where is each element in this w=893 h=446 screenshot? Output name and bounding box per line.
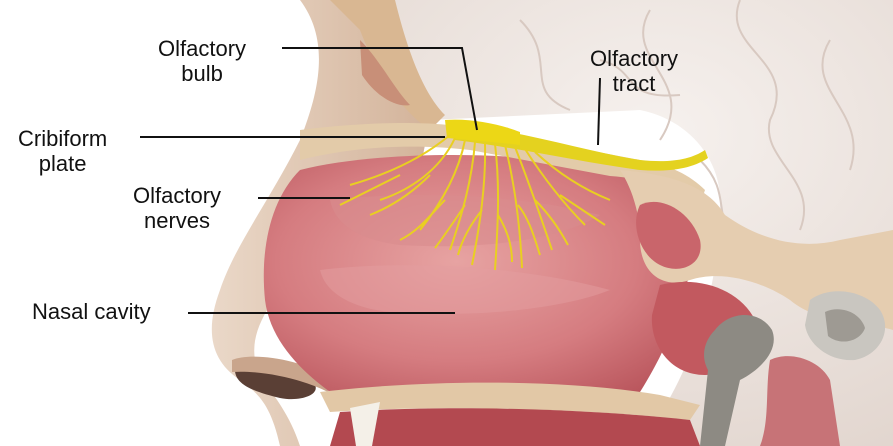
label-olfactory-bulb-line1: Olfactory	[158, 36, 247, 61]
olfactory-bulb	[445, 119, 520, 145]
frontal-bone	[330, 0, 445, 130]
label-olfactory-nerves-line2: nerves	[143, 208, 211, 233]
leader-olfactory-tract	[597, 77, 601, 146]
leader-olfactory-bulb	[282, 47, 478, 131]
sphenoid-sinus	[636, 201, 701, 269]
olfactory-nerves	[339, 134, 611, 271]
frontal-sinus	[360, 40, 410, 106]
label-olfactory-bulb-line2: bulb	[181, 61, 223, 86]
label-olfactory-bulb: Olfactory bulb	[158, 36, 246, 86]
brain-fold-lines	[519, 0, 855, 261]
label-olfactory-nerves: Olfactory nerves	[133, 183, 221, 233]
label-olfactory-nerves-line1: Olfactory	[133, 183, 222, 208]
mouth-cavity	[330, 408, 700, 446]
cribriform-bone	[300, 123, 705, 205]
face-profile	[0, 0, 319, 446]
label-cribiform-plate: Cribiform plate	[18, 126, 107, 176]
leader-lines	[140, 47, 601, 314]
eustachian-tube	[700, 315, 774, 446]
tooth	[350, 402, 380, 446]
label-olfactory-tract: Olfactory tract	[590, 46, 678, 96]
nostril	[235, 368, 316, 400]
label-nasal-cavity: Nasal cavity	[32, 299, 151, 324]
label-nasal-cavity-line1: Nasal cavity	[32, 299, 151, 324]
label-olfactory-tract-line1: Olfactory	[590, 46, 679, 71]
label-cribiform-plate-line1: Cribiform	[18, 126, 108, 151]
label-olfactory-tract-line2: tract	[612, 71, 656, 96]
sphenoid-bone	[620, 170, 893, 330]
throat-tissue	[760, 356, 840, 446]
label-cribiform-plate-line2: plate	[38, 151, 87, 176]
palate	[320, 382, 700, 420]
